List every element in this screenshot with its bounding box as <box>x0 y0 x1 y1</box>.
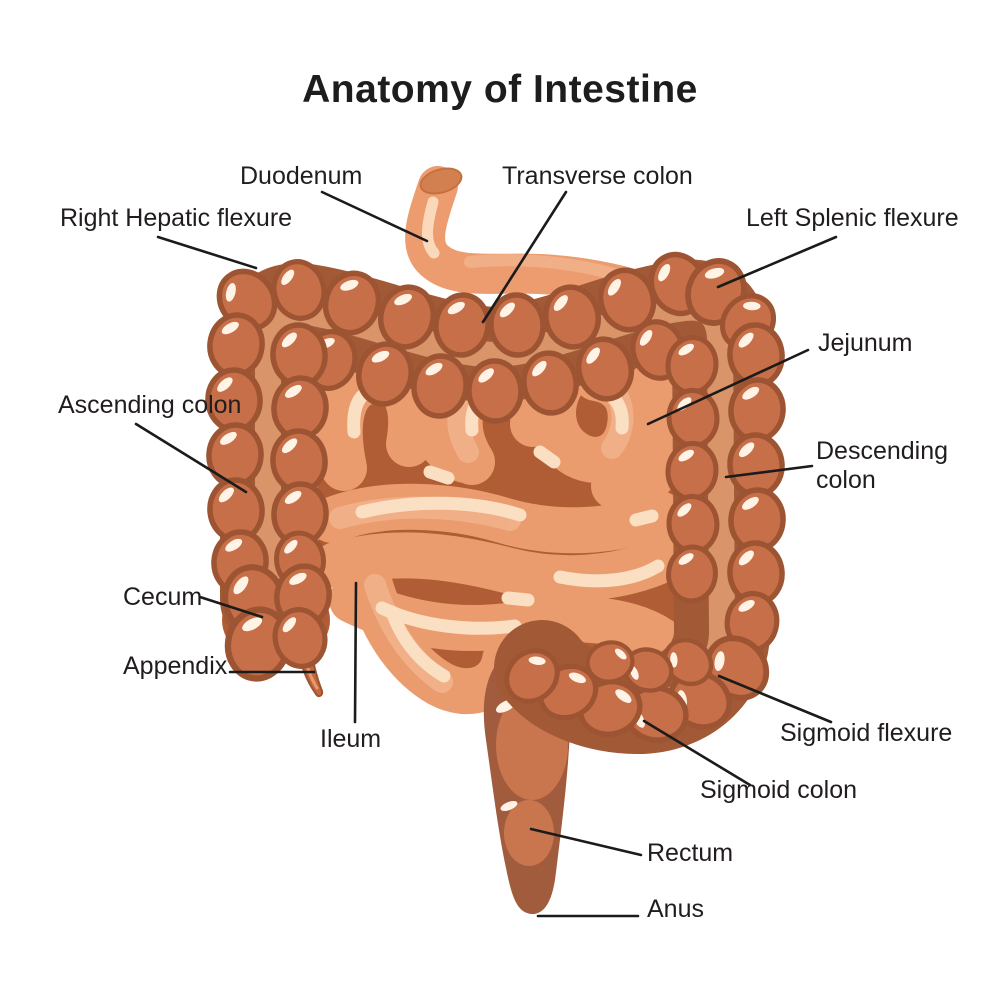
label-ascending-colon: Ascending colon <box>58 391 242 419</box>
leader-line-transverse-colon <box>481 190 568 324</box>
label-sigmoid-colon: Sigmoid colon <box>700 776 858 804</box>
leader-line-jejunum <box>646 348 810 426</box>
leader-line-ileum <box>353 581 358 724</box>
label-left-splenic-flexure: Left Splenic flexure <box>746 204 959 232</box>
leader-lines <box>134 190 838 918</box>
label-appendix: Appendix <box>123 652 228 680</box>
label-cecum: Cecum <box>123 583 203 611</box>
label-transverse-colon: Transverse colon <box>502 162 693 190</box>
leader-line-right-hepatic-flexure <box>156 235 258 270</box>
leader-line-rectum <box>529 827 643 857</box>
label-ileum: Ileum <box>320 725 382 753</box>
label-rectum: Rectum <box>647 839 734 867</box>
leader-line-cecum <box>198 595 264 619</box>
label-right-hepatic-flexure: Right Hepatic flexure <box>60 204 293 232</box>
leader-line-sigmoid-flexure <box>717 674 833 724</box>
leader-line-left-splenic-flexure <box>716 235 838 289</box>
label-duodenum: Duodenum <box>240 162 363 190</box>
label-jejunum: Jejunum <box>818 329 913 357</box>
page-title: Anatomy of Intestine <box>302 68 698 111</box>
label-anus: Anus <box>647 895 704 923</box>
leader-line-duodenum <box>320 190 429 243</box>
duodenum-opening <box>419 167 463 195</box>
leader-line-sigmoid-colon <box>642 719 752 787</box>
leader-line-descending-colon <box>724 464 814 479</box>
label-descending-colon: Descending colon <box>816 437 949 494</box>
leader-line-ascending-colon <box>134 422 248 494</box>
colon-frame <box>206 246 786 754</box>
label-sigmoid-flexure: Sigmoid flexure <box>780 719 953 747</box>
